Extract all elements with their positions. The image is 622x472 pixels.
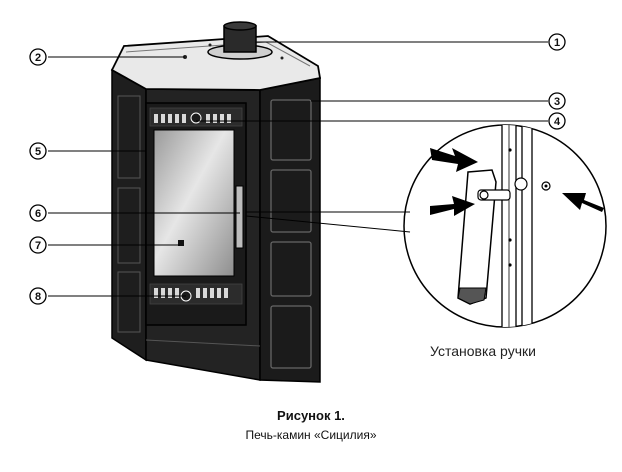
- handle-detail-inset: [245, 124, 607, 328]
- callout-2: 2: [29, 48, 47, 66]
- stove-door: [145, 102, 261, 347]
- svg-text:5: 5: [35, 146, 41, 158]
- top-plate: [110, 35, 322, 91]
- svg-text:7: 7: [35, 240, 41, 252]
- door-handle: [235, 185, 244, 249]
- arrow-icon: [430, 148, 604, 216]
- callout-7: 7: [29, 236, 47, 254]
- svg-text:6: 6: [35, 208, 41, 220]
- door-glass: [153, 129, 235, 277]
- callout-3: 3: [548, 92, 566, 110]
- svg-text:4: 4: [554, 116, 561, 128]
- svg-text:8: 8: [35, 291, 41, 303]
- figure-title: Рисунок 1.: [277, 408, 345, 423]
- figure-subtitle: Печь-камин «Сицилия»: [245, 428, 377, 442]
- svg-text:1: 1: [554, 37, 560, 49]
- callout-8: 8: [29, 287, 47, 305]
- flue-pipe: [207, 21, 273, 60]
- callout-5: 5: [29, 142, 47, 160]
- detail-label: Установка ручки: [430, 343, 536, 359]
- svg-text:2: 2: [35, 52, 41, 64]
- svg-text:3: 3: [554, 96, 560, 108]
- callout-1: 1: [548, 33, 566, 51]
- callout-6: 6: [29, 204, 47, 222]
- callout-4: 4: [548, 112, 566, 130]
- callout-leaders: [48, 41, 548, 297]
